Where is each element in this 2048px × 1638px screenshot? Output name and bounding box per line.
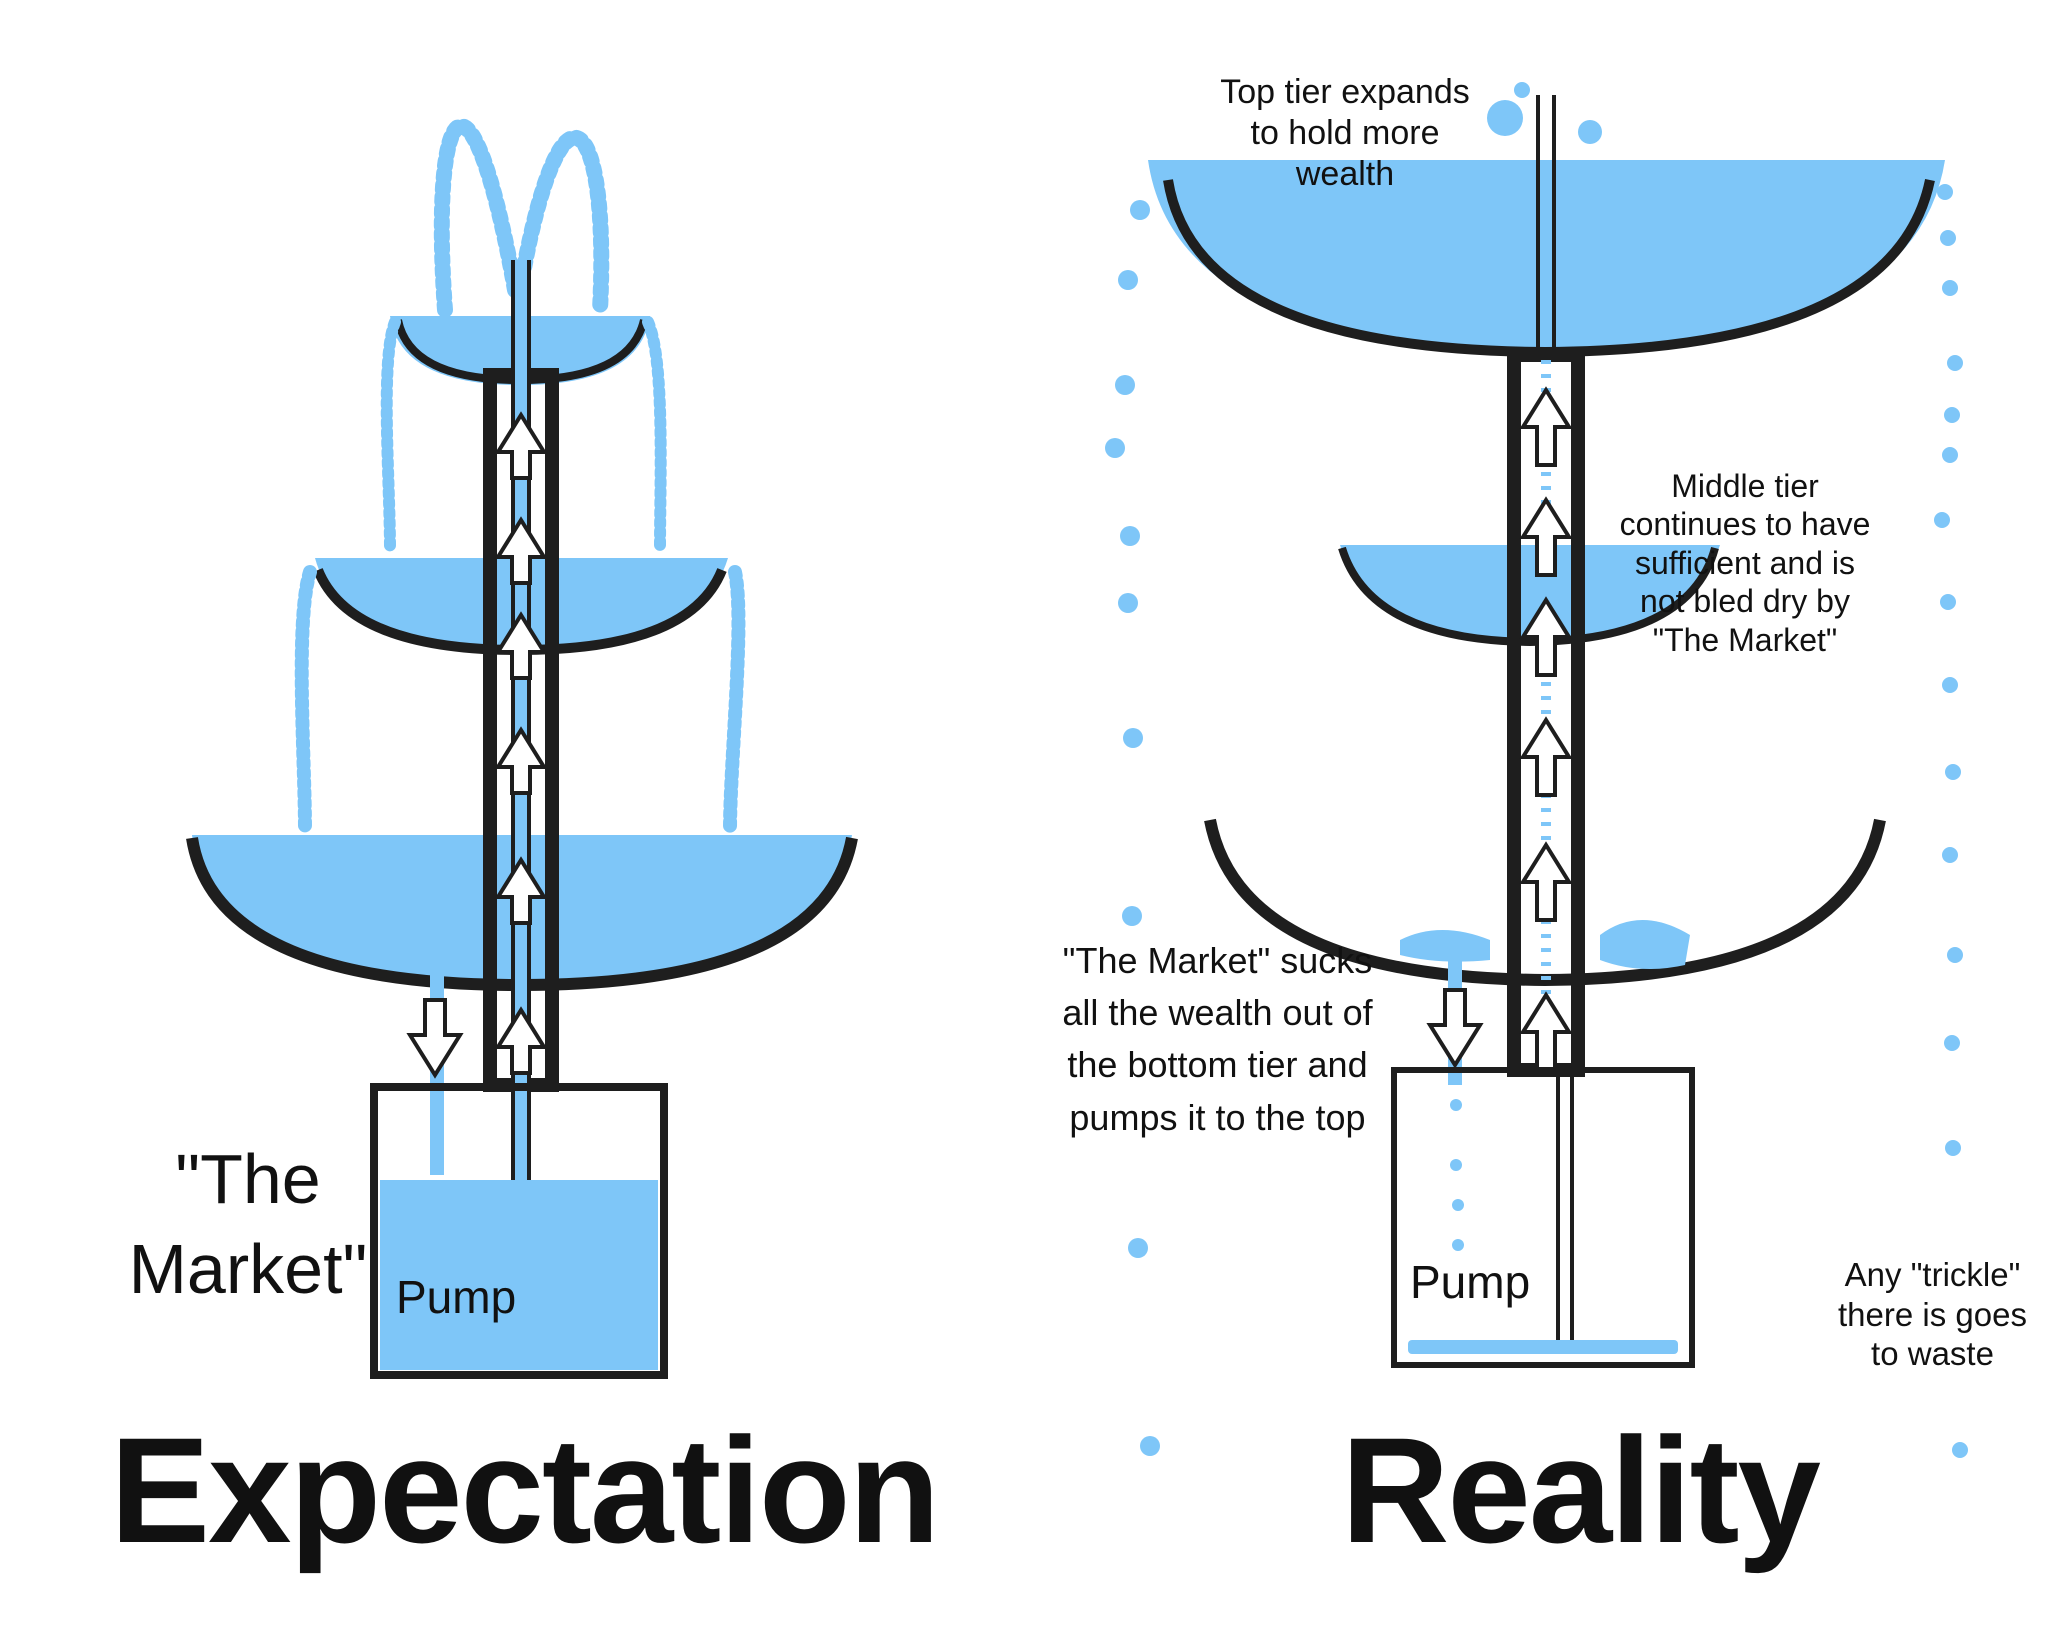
expectation-pump-box [370,1083,668,1379]
reality-bottom-remaining-water [1400,930,1490,962]
reality-pump-water [1408,1340,1678,1354]
expectation-up-arrows [494,411,548,1075]
expectation-up-arrow [494,611,548,680]
reality-top-bowl-water [1148,160,1945,355]
reality-fountain [1105,82,1968,1458]
expectation-pump-label: Pump [396,1271,517,1323]
expectation-up-arrow [494,516,548,585]
expectation-up-arrow [494,726,548,795]
reality-up-arrow [1519,386,1573,467]
reality-pump-box [1391,1067,1695,1368]
reality-heading: Reality [1341,1406,1821,1574]
reality-pump-label: Pump [1410,1256,1531,1308]
reality-up-arrow [1519,991,1573,1072]
expectation-middle-spill-right [723,565,746,837]
reality-middle-bowl-water [1340,545,1720,642]
reality-middle-bowl [1338,546,1719,647]
expectation-market-label: "The Market" [128,1140,368,1308]
expectation-up-arrow [494,856,548,925]
reality-drip-drops [1450,1099,1464,1251]
expectation-pump-water [380,1180,658,1370]
reality-up-arrow [1519,496,1573,577]
expectation-heading: Expectation [110,1406,940,1574]
expectation-top-spill-right [642,316,667,556]
reality-overflow-drops-right [1934,184,1968,1458]
reality-overflow-drops-left [1105,200,1160,1456]
reality-market-note: "The Market" sucks all the wealth out of… [1062,940,1373,1138]
reality-splash-drop [1514,82,1530,98]
reality-trickle-note: Any "trickle" there is goes to waste [1838,1256,2027,1373]
reality-bottom-remaining-water [1600,920,1690,969]
expectation-top-spill-left [380,316,401,556]
reality-up-arrow [1519,841,1573,922]
expectation-middle-spill-left [294,565,317,837]
expectation-up-arrow [494,1006,548,1075]
reality-top-tier-note: Top tier expands to hold more wealth [1220,73,1470,193]
expectation-up-arrow [494,411,548,480]
reality-down-arrow [1426,988,1484,1069]
reality-up-arrows [1519,386,1573,1072]
reality-splash-drop [1578,120,1602,144]
expectation-top-spray [433,118,610,318]
reality-up-arrow [1519,596,1573,677]
expectation-fountain [186,118,858,1379]
reality-splash-drop [1487,100,1523,136]
expectation-down-arrow [406,998,464,1079]
reality-up-arrow [1519,716,1573,797]
reality-middle-tier-note: Middle tier continues to have sufficient… [1619,468,1871,658]
